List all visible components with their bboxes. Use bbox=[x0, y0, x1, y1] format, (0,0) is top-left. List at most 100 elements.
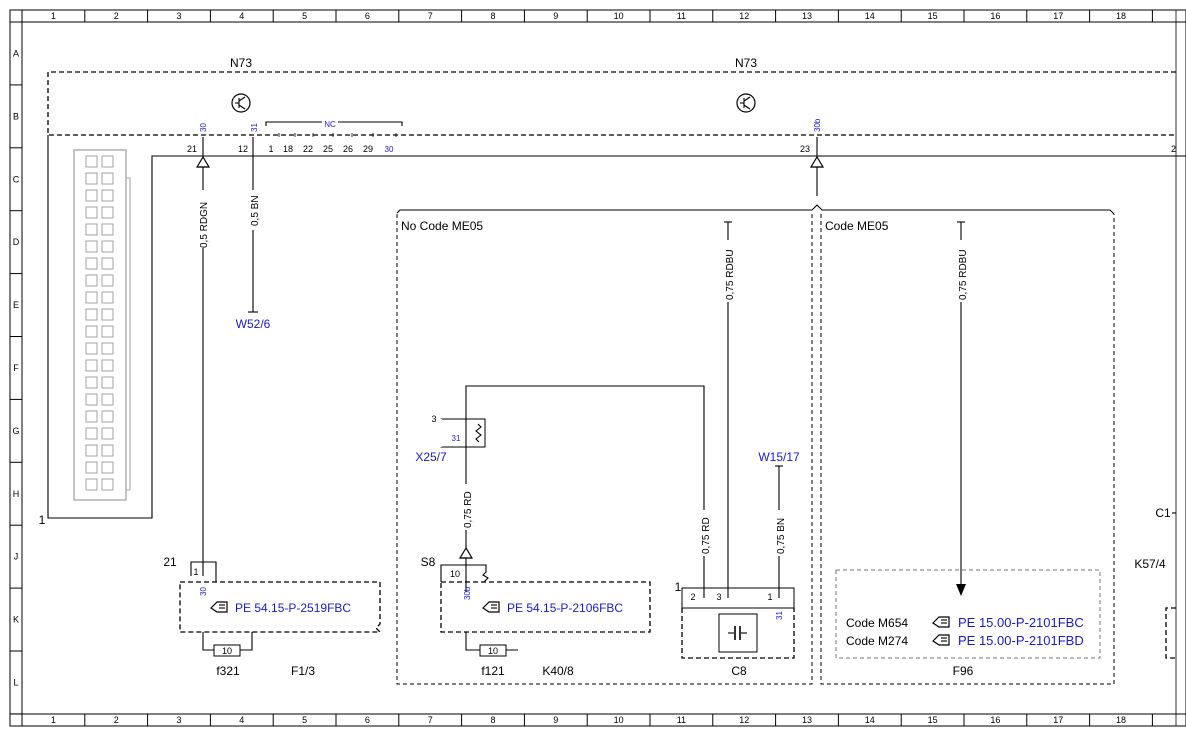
c8-pin-2: 2 bbox=[690, 592, 695, 602]
code-m654: Code M654 bbox=[846, 616, 908, 630]
connector-cell bbox=[101, 325, 114, 338]
document-link-icon[interactable] bbox=[482, 601, 500, 613]
c8-pin-31: 31 bbox=[775, 611, 784, 620]
grid-column-label: 15 bbox=[928, 11, 938, 21]
wire-bn-075: W15/17 0,75 BN 0,75 RD bbox=[695, 450, 800, 598]
pin-22: 22 bbox=[303, 144, 313, 154]
grid-column-label: 16 bbox=[990, 715, 1000, 725]
grid-column-label: 2 bbox=[114, 11, 119, 21]
pin-1: 1 bbox=[268, 144, 273, 154]
ref-pe-m274[interactable]: PE 15.00-P-2101FBD bbox=[958, 633, 1084, 648]
document-link-icon[interactable] bbox=[210, 601, 228, 613]
column-ticks: 1122334455667788991010111112121313141415… bbox=[51, 10, 1153, 726]
grid-column-label: 17 bbox=[1053, 11, 1063, 21]
area-label-no-code: No Code ME05 bbox=[401, 219, 483, 233]
wire-bn-05: 0,5 BN W52/6 bbox=[236, 137, 271, 331]
transistor-icon bbox=[231, 93, 251, 113]
connector-cell bbox=[101, 206, 114, 219]
grid-column-label: 10 bbox=[614, 715, 624, 725]
c8-capacitor: 1 2 3 1 31 C8 bbox=[675, 580, 795, 678]
grid-column-label: 1 bbox=[51, 715, 56, 725]
grid-column-label: 18 bbox=[1116, 715, 1126, 725]
grid-column-label: 3 bbox=[176, 11, 181, 21]
wire-rdgn: 0,5 RDGN bbox=[187, 137, 219, 576]
pin-term-30: 30 bbox=[199, 123, 208, 132]
grid-column-label: 11 bbox=[677, 11, 686, 21]
grid-column-label: 18 bbox=[1116, 11, 1126, 21]
grid-column-label: 12 bbox=[739, 715, 749, 725]
pin-term-30b: 30b bbox=[813, 118, 822, 132]
connector-cell bbox=[101, 223, 114, 236]
document-link-icon[interactable] bbox=[932, 616, 950, 628]
grid-column-label: 6 bbox=[365, 715, 370, 725]
arrow-up-icon bbox=[195, 155, 211, 168]
connector-cell bbox=[101, 155, 114, 168]
connector-cells bbox=[85, 155, 114, 491]
grid-column-label: 15 bbox=[928, 715, 938, 725]
connector-cell bbox=[101, 359, 114, 372]
grid-column-label: 5 bbox=[302, 715, 307, 725]
f1-pin-30: 30 bbox=[199, 587, 208, 596]
grid-row-label: G bbox=[12, 426, 19, 436]
connector-cell bbox=[101, 291, 114, 304]
connector-cell bbox=[85, 291, 98, 304]
connector-cell bbox=[101, 410, 114, 423]
grid-column-label: 12 bbox=[739, 11, 749, 21]
connector-w15-17: W15/17 bbox=[758, 450, 800, 464]
grid-row-label: A bbox=[13, 48, 19, 58]
fuse-f121-rating: 10 bbox=[488, 646, 498, 656]
component-c8: C8 bbox=[731, 664, 747, 678]
document-link-icon[interactable] bbox=[932, 634, 950, 646]
pin-23: 23 bbox=[800, 144, 810, 154]
connector-cell bbox=[85, 308, 98, 321]
grid-row-label: F bbox=[13, 363, 19, 373]
grid-column-label: 13 bbox=[802, 11, 812, 21]
connector-cell bbox=[85, 376, 98, 389]
pin-21: 21 bbox=[187, 144, 197, 154]
wire-label-rd-c8: 0,75 RD bbox=[701, 517, 712, 554]
area-label-code: Code ME05 bbox=[825, 219, 889, 233]
wire-label-bn-075: 0,75 BN bbox=[776, 518, 787, 554]
ref-pe-m654[interactable]: PE 15.00-P-2101FBC bbox=[958, 615, 1084, 630]
component-k57-4: K57/4 bbox=[1134, 557, 1166, 571]
grid-column-label: 7 bbox=[428, 715, 433, 725]
capacitor-icon bbox=[728, 626, 747, 640]
grid-column-label: 6 bbox=[365, 11, 370, 21]
connector-cell bbox=[85, 461, 98, 474]
wire-30b bbox=[809, 137, 825, 196]
connector-cell bbox=[85, 359, 98, 372]
connector-cell bbox=[85, 427, 98, 440]
connector-cell bbox=[101, 393, 114, 406]
pin-18: 18 bbox=[283, 144, 293, 154]
pin-2-edge: 2 bbox=[1171, 144, 1176, 154]
grid-row-label: E bbox=[13, 300, 19, 310]
grid-column-label: 7 bbox=[428, 11, 433, 21]
s8-label: S8 bbox=[421, 555, 436, 569]
wire-rdbu-right: 0,75 RDBU bbox=[951, 221, 971, 596]
ref-pe-f1[interactable]: PE 54.15-P-2519FBC bbox=[235, 601, 351, 615]
connector-cell bbox=[101, 376, 114, 389]
n73-housing: N73 N73 30 31 30b NC bbox=[47, 56, 1176, 137]
ref-pe-k40[interactable]: PE 54.15-P-2106FBC bbox=[507, 601, 623, 615]
connector-cell bbox=[85, 223, 98, 236]
fuse-f321-label: f321 bbox=[216, 664, 240, 678]
grid-column-label: 10 bbox=[614, 11, 624, 21]
wire-label-bn-05: 0,5 BN bbox=[250, 195, 261, 226]
connector-x25-7-label: X25/7 bbox=[415, 450, 447, 464]
component-f1-3: F1/3 bbox=[291, 664, 315, 678]
pin-30: 30 bbox=[385, 145, 394, 154]
grid-row-label: J bbox=[14, 552, 19, 562]
transistor-icon bbox=[736, 93, 756, 113]
connector-cell bbox=[85, 172, 98, 185]
f1-pin-1: 1 bbox=[193, 567, 198, 577]
grid-column-label: 2 bbox=[114, 715, 119, 725]
wire-label-rdbu-right: 0,75 RDBU bbox=[958, 249, 969, 300]
nc-label: NC bbox=[324, 120, 336, 129]
connector-cell bbox=[85, 257, 98, 270]
fuse-f121-label: f121 bbox=[481, 664, 505, 678]
component-k40-8: K40/8 bbox=[542, 664, 574, 678]
grid-column-label: 9 bbox=[553, 11, 558, 21]
wire-rdbu-left: 0,75 RDBU bbox=[718, 221, 738, 598]
grid-row-label: H bbox=[13, 489, 20, 499]
